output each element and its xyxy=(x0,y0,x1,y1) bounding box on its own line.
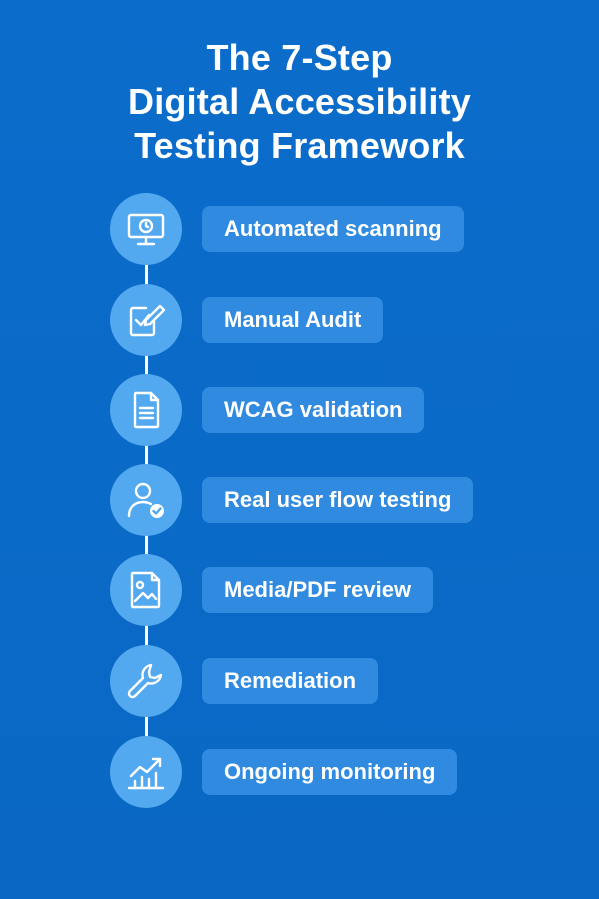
step-label-wcag-validation: WCAG validation xyxy=(202,387,425,433)
page-title: The 7-Step Digital Accessibility Testing… xyxy=(0,36,599,168)
title-line-2: Digital Accessibility xyxy=(128,81,471,122)
step-label-ongoing-monitoring: Ongoing monitoring xyxy=(202,749,458,795)
wrench-icon xyxy=(110,645,182,717)
document-icon xyxy=(110,374,182,446)
step-label-remediation: Remediation xyxy=(202,658,379,704)
title-line-3: Testing Framework xyxy=(134,125,465,166)
monitor-clock-icon xyxy=(110,193,182,265)
title-line-1: The 7-Step xyxy=(206,37,393,78)
step-4: Real user flow testing xyxy=(0,464,599,544)
step-2: Manual Audit xyxy=(0,284,599,364)
step-3: WCAG validation xyxy=(0,374,599,454)
image-file-icon xyxy=(110,554,182,626)
step-1: Automated scanning xyxy=(0,193,599,273)
step-label-automated-scanning: Automated scanning xyxy=(202,206,464,252)
checklist-pencil-icon xyxy=(110,284,182,356)
step-label-real-user-flow-testing: Real user flow testing xyxy=(202,477,474,523)
step-label-media-pdf-review: Media/PDF review xyxy=(202,567,434,613)
step-label-manual-audit: Manual Audit xyxy=(202,297,384,343)
step-5: Media/PDF review xyxy=(0,554,599,634)
user-check-icon xyxy=(110,464,182,536)
growth-chart-icon xyxy=(110,736,182,808)
step-6: Remediation xyxy=(0,645,599,725)
step-7: Ongoing monitoring xyxy=(0,736,599,816)
